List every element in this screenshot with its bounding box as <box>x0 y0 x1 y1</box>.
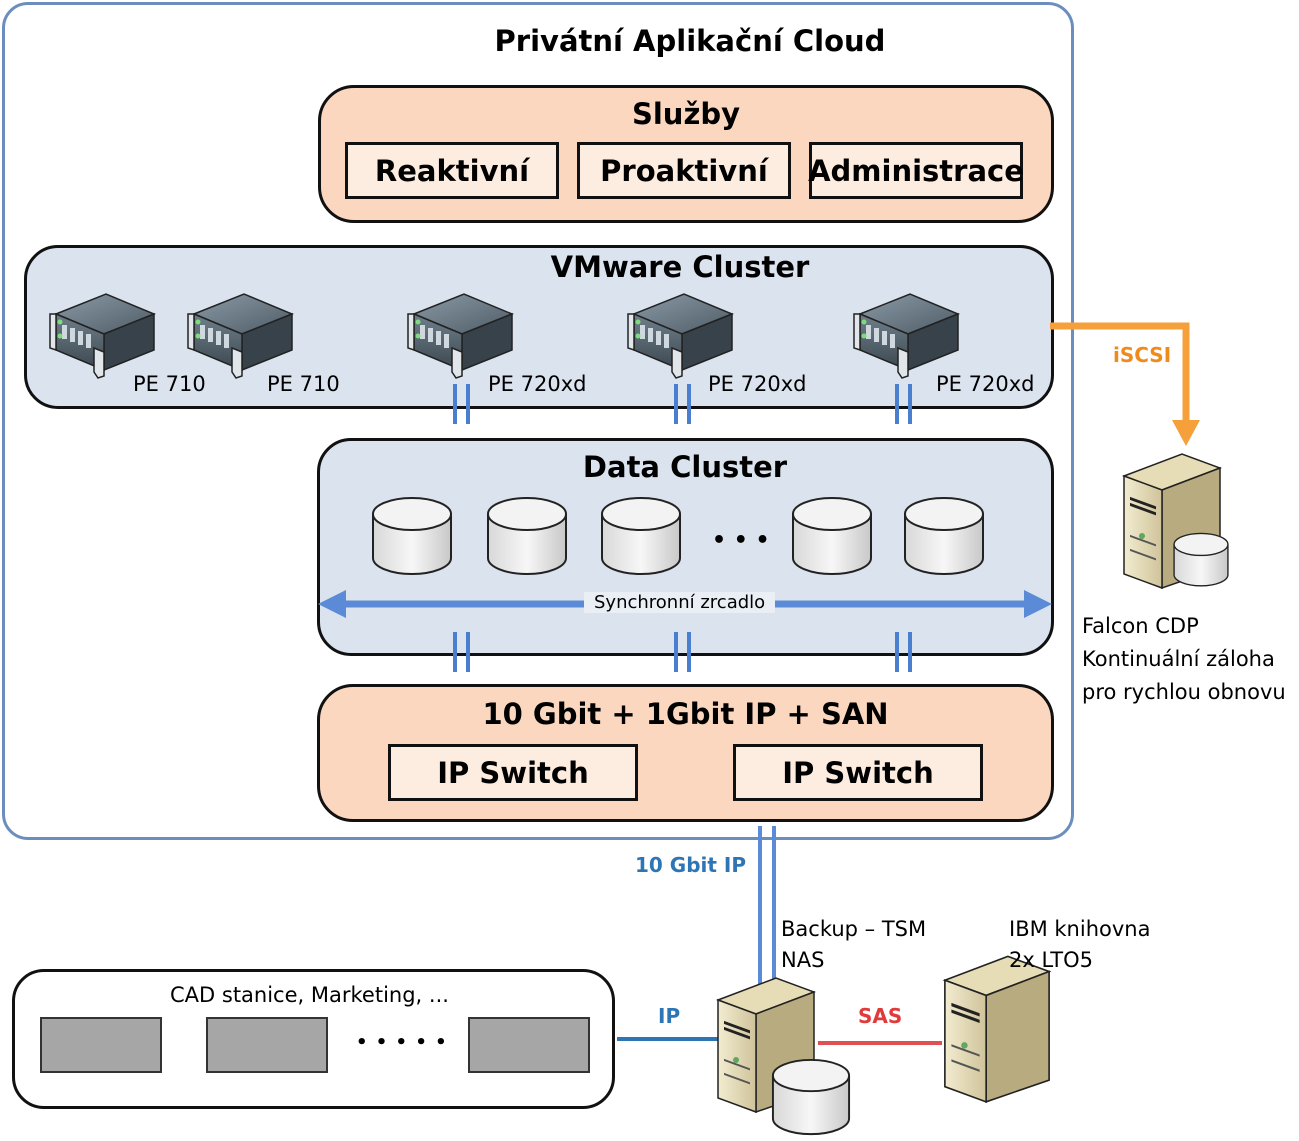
server-icon <box>853 293 959 379</box>
falcon-description: Falcon CDP Kontinuální záloha pro rychlo… <box>1082 614 1286 704</box>
vm-data-links <box>453 384 912 424</box>
disk-icon <box>487 497 567 575</box>
workstation-1 <box>40 1017 162 1073</box>
mirror-label: Synchronní zrcadlo <box>584 592 776 613</box>
workstation-3 <box>468 1017 590 1073</box>
iscsi-arrow <box>1050 322 1200 446</box>
network-title: 10 Gbit + 1Gbit IP + SAN <box>482 697 889 731</box>
cloud-title: Privátní Aplikační Cloud <box>494 24 886 58</box>
iscsi-label: iSCSI <box>1113 343 1172 367</box>
backup-description: Backup – TSM NAS <box>781 917 927 972</box>
server-label-4: PE 720xd <box>708 372 807 396</box>
ten-gbit-label: 10 Gbit IP <box>635 853 747 877</box>
server-label-5: PE 720xd <box>936 372 1035 396</box>
workstation-2 <box>206 1017 328 1073</box>
service-administration: Administrace <box>808 142 1024 199</box>
sas-label: SAS <box>858 1004 903 1028</box>
disk-icon <box>372 497 452 575</box>
falcon-disk-icon <box>1173 532 1229 587</box>
disk-icon <box>601 497 681 575</box>
ip-switch-1: IP Switch <box>388 744 638 801</box>
server-icon <box>187 293 293 379</box>
ibm-description: IBM knihovna 2x LTO5 <box>1009 917 1151 972</box>
server-icon <box>407 293 513 379</box>
disk-icon <box>792 497 872 575</box>
ip-label: IP <box>658 1004 681 1028</box>
disk-icon <box>904 497 984 575</box>
backup-disk-icon <box>771 1058 851 1136</box>
ibm-library-icon <box>944 955 1050 1103</box>
server-icon <box>49 293 155 379</box>
ten-gbit-link <box>758 826 776 985</box>
service-reactive: Reaktivní <box>345 142 559 199</box>
data-cluster-title: Data Cluster <box>582 450 788 484</box>
server-label-2: PE 710 <box>267 372 340 396</box>
vmware-cluster-title: VMware Cluster <box>550 250 810 284</box>
services-title: Služby <box>631 97 740 131</box>
workstations-ellipsis: • • • • • <box>356 1032 448 1053</box>
disk-ellipsis: • • • <box>712 528 770 553</box>
server-label-3: PE 720xd <box>488 372 587 396</box>
service-proactive: Proaktivní <box>577 142 791 199</box>
data-net-links <box>453 632 912 672</box>
server-label-1: PE 710 <box>133 372 206 396</box>
server-icon <box>627 293 733 379</box>
workstations-title: CAD stanice, Marketing, ... <box>170 983 449 1007</box>
ip-switch-2: IP Switch <box>733 744 983 801</box>
